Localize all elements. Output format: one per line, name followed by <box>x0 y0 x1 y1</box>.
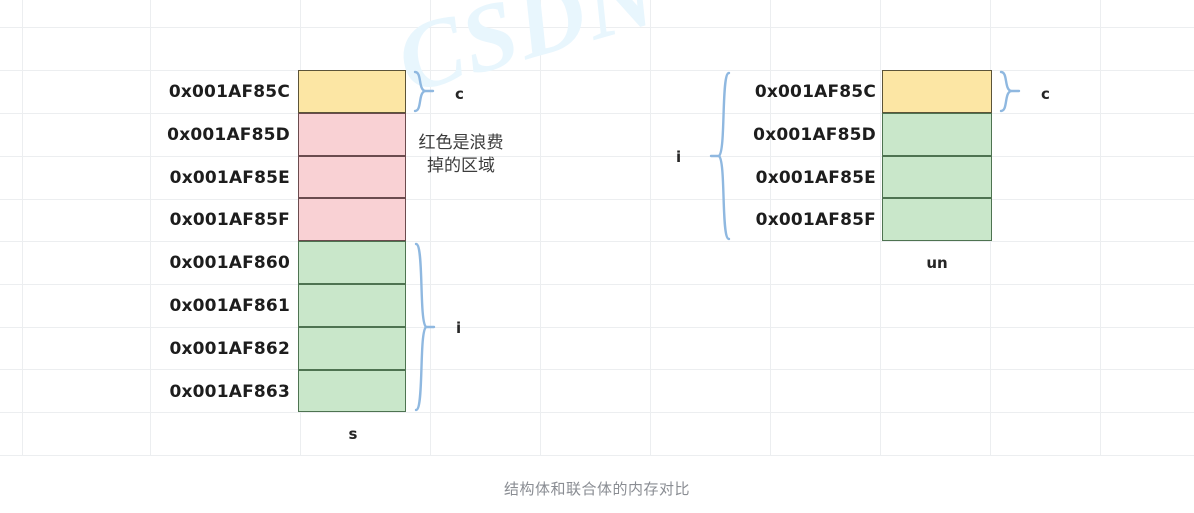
grid-line-horizontal <box>0 70 1194 71</box>
union-member-c-label: c <box>1041 85 1050 103</box>
figure-caption: 结构体和联合体的内存对比 <box>503 480 690 498</box>
grid-line-vertical <box>540 0 541 456</box>
struct-member-c-label: c <box>455 85 464 103</box>
memory-cell <box>882 112 992 156</box>
memory-cell <box>298 198 406 242</box>
grid-line-horizontal <box>0 284 1194 285</box>
memory-address-label: 0x001AF85F <box>169 210 290 231</box>
memory-address-label: 0x001AF863 <box>169 381 290 402</box>
union-variable-name: un <box>926 254 948 272</box>
grid-line-horizontal <box>0 412 1194 413</box>
memory-cell <box>298 155 406 199</box>
memory-cell <box>298 326 406 370</box>
memory-cell <box>882 198 992 242</box>
grid-line-horizontal <box>0 327 1194 328</box>
memory-address-label: 0x001AF85C <box>754 82 876 102</box>
union-member-i-label: i <box>676 148 682 166</box>
memory-cell <box>298 241 406 284</box>
struct-variable-name: s <box>348 425 358 443</box>
memory-address-label: 0x001AF85F <box>755 210 876 231</box>
memory-address-label: 0x001AF862 <box>169 338 290 359</box>
memory-address-label: 0x001AF85C <box>168 82 290 102</box>
grid-line-vertical <box>880 0 881 456</box>
grid-line-vertical <box>650 0 651 456</box>
memory-cell <box>298 112 406 156</box>
grid-line-vertical <box>22 0 23 456</box>
memory-address-label: 0x001AF85D <box>753 124 876 145</box>
grid-line-vertical <box>150 0 151 456</box>
memory-address-label: 0x001AF85E <box>169 167 290 188</box>
watermark: CSDN <box>385 0 669 114</box>
memory-cell <box>298 70 406 113</box>
memory-address-label: 0x001AF861 <box>169 296 290 316</box>
memory-cell <box>882 70 992 113</box>
grid-line-horizontal <box>0 455 1194 456</box>
grid-line-vertical <box>430 0 431 456</box>
memory-address-label: 0x001AF85E <box>755 167 876 188</box>
wasted-region-note: 红色是浪费掉的区域 <box>418 133 504 177</box>
struct-memory-table <box>298 70 406 413</box>
grid-line-horizontal <box>0 27 1194 28</box>
union-memory-table <box>882 70 992 242</box>
memory-address-label: 0x001AF860 <box>169 253 290 274</box>
memory-address-label: 0x001AF85D <box>167 124 290 145</box>
union-brace-i <box>708 70 734 242</box>
union-brace-c <box>997 70 1023 114</box>
grid-line-horizontal <box>0 156 1194 157</box>
memory-cell <box>298 284 406 327</box>
grid-line-vertical <box>1100 0 1101 456</box>
grid-line-horizontal <box>0 199 1194 200</box>
memory-cell <box>882 155 992 199</box>
struct-brace-i <box>411 241 437 413</box>
grid-line-horizontal <box>0 369 1194 370</box>
memory-cell <box>298 369 406 413</box>
struct-member-i-label: i <box>456 319 462 337</box>
struct-brace-c <box>411 70 437 114</box>
grid-line-horizontal <box>0 241 1194 242</box>
grid-line-horizontal <box>0 113 1194 114</box>
